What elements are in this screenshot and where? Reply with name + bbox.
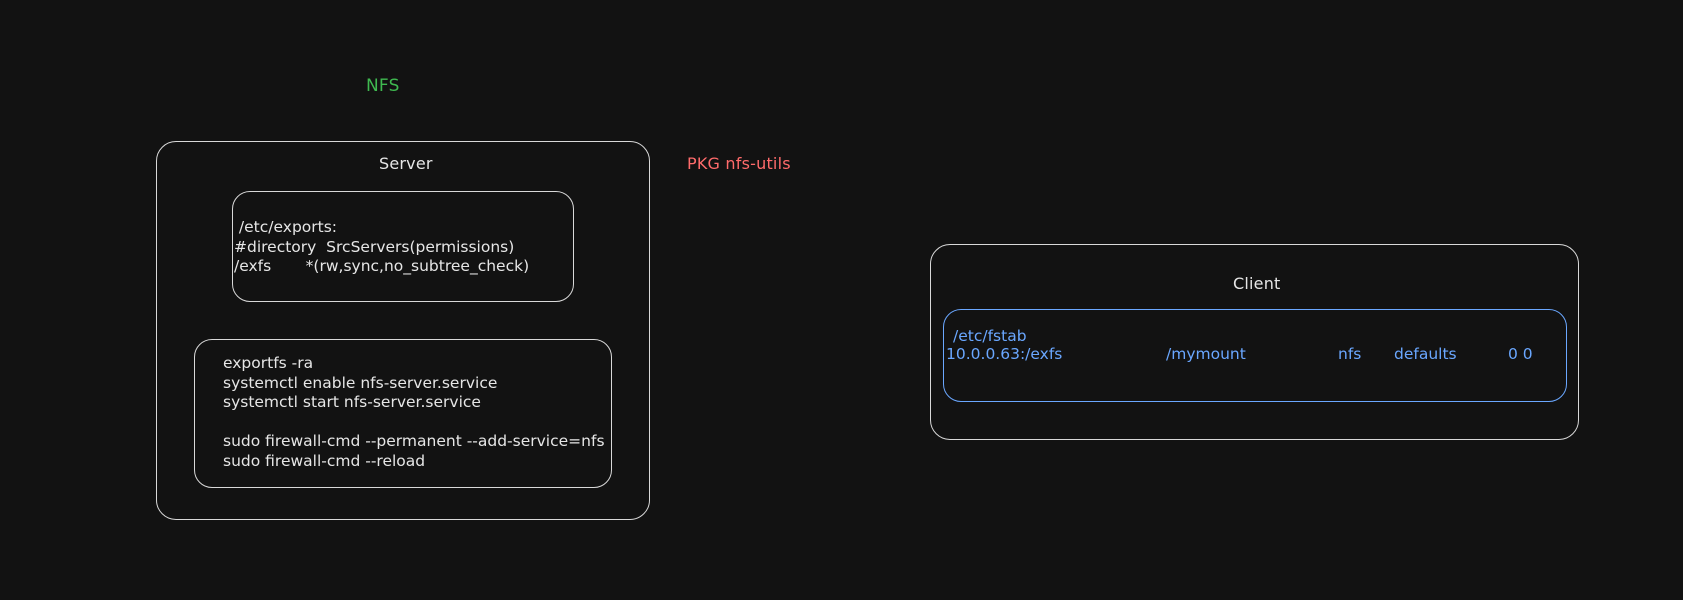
client-box xyxy=(930,244,1579,440)
exports-line-3: /exfs *(rw,sync,no_subtree_check) xyxy=(234,257,530,275)
command-line-4 xyxy=(223,413,605,433)
commands-box xyxy=(194,339,612,488)
fstab-options: defaults xyxy=(1394,345,1457,363)
server-label: Server xyxy=(379,154,433,173)
command-line-6: sudo firewall-cmd --reload xyxy=(223,451,426,470)
diagram-title: NFS xyxy=(366,76,400,96)
fstab-dump-pass: 0 0 xyxy=(1508,345,1533,363)
package-label: PKG nfs-utils xyxy=(687,154,791,173)
client-label: Client xyxy=(1233,274,1281,293)
exports-text: /etc/exports: #directory SrcServers(perm… xyxy=(234,218,529,277)
command-line-2: systemctl enable nfs-server.service xyxy=(223,373,498,392)
exports-box xyxy=(232,191,574,302)
exports-line-2: #directory SrcServers(permissions) xyxy=(234,237,515,256)
commands-text: exportfs -ra systemctl enable nfs-server… xyxy=(223,354,605,471)
server-box xyxy=(156,141,650,520)
fstab-box xyxy=(943,309,1567,402)
exports-line-1: /etc/exports: xyxy=(234,218,338,236)
command-line-3: systemctl start nfs-server.service xyxy=(223,393,481,411)
fstab-device: 10.0.0.63:/exfs xyxy=(946,345,1063,363)
fstab-fstype: nfs xyxy=(1338,345,1362,363)
fstab-header: /etc/fstab xyxy=(953,327,1027,345)
command-line-1: exportfs -ra xyxy=(223,354,314,372)
fstab-mountpoint: /mymount xyxy=(1166,345,1246,363)
command-line-5: sudo firewall-cmd --permanent --add-serv… xyxy=(223,432,605,450)
